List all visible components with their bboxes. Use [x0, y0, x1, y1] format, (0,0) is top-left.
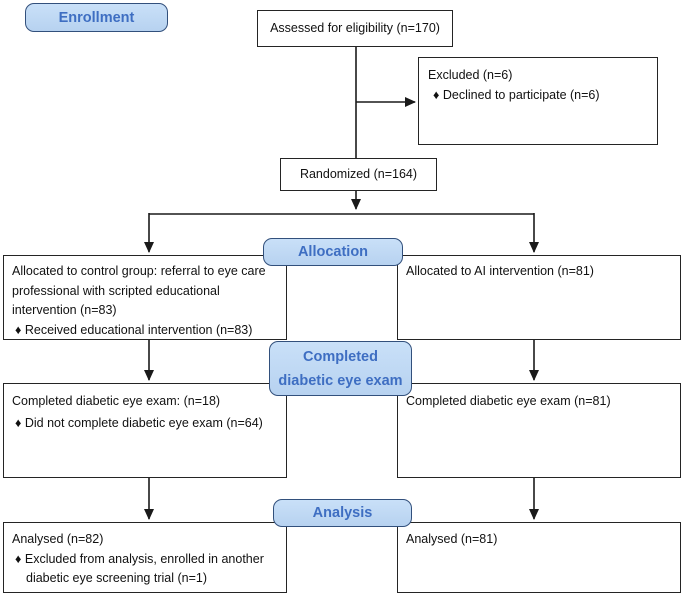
- exam-ai-text: Completed diabetic eye exam (n=81): [406, 394, 611, 408]
- allocated-control-bullet: ♦ Received educational intervention (n=8…: [15, 322, 253, 337]
- box-allocated-ai: Allocated to AI intervention (n=81): [397, 255, 681, 340]
- box-assessed-eligibility: Assessed for eligibility (n=170): [257, 10, 453, 47]
- analysed-ai-text: Analysed (n=81): [406, 532, 498, 546]
- box-exam-ai: Completed diabetic eye exam (n=81): [397, 383, 681, 478]
- exam-control-line: Completed diabetic eye exam: (n=18): [12, 394, 221, 408]
- enrollment-badge: Enrollment: [25, 3, 168, 32]
- completed-exam-badge: Completed diabetic eye exam: [269, 341, 412, 396]
- randomized-text: Randomized (n=164): [299, 166, 418, 181]
- box-exam-control: Completed diabetic eye exam: (n=18) ♦ Di…: [3, 383, 287, 478]
- box-analysed-ai: Analysed (n=81): [397, 522, 681, 593]
- excluded-line: Excluded (n=6): [428, 68, 513, 82]
- completed-exam-badge-line1: Completed: [303, 348, 378, 365]
- analysis-badge: Analysis: [273, 499, 412, 527]
- box-allocated-control: Allocated to control group: referral to …: [3, 255, 287, 340]
- analysis-badge-label: Analysis: [312, 505, 373, 521]
- box-randomized: Randomized (n=164): [280, 158, 437, 191]
- allocated-control-line1: Allocated to control group: referral to …: [12, 264, 266, 278]
- assessed-text: Assessed for eligibility (n=170): [270, 20, 440, 35]
- analysed-control-bullet: ♦ Excluded from analysis, enrolled in an…: [15, 551, 264, 566]
- allocated-control-line2: professional with scripted educational: [12, 283, 220, 298]
- box-excluded: Excluded (n=6) ♦ Declined to participate…: [418, 57, 658, 145]
- allocated-ai-text: Allocated to AI intervention (n=81): [406, 264, 594, 278]
- allocated-control-line3: intervention (n=83): [12, 303, 117, 317]
- allocation-badge: Allocation: [263, 238, 403, 266]
- analysed-control-line: Analysed (n=82): [12, 532, 104, 546]
- excluded-reason-line: ♦ Declined to participate (n=6): [433, 87, 600, 102]
- enrollment-badge-label: Enrollment: [58, 9, 135, 26]
- analysed-control-bullet-cont: diabetic eye screening trial (n=1): [26, 571, 207, 585]
- exam-control-bullet: ♦ Did not complete diabetic eye exam (n=…: [15, 415, 263, 430]
- completed-exam-badge-line2: diabetic eye exam: [278, 372, 403, 389]
- box-analysed-control: Analysed (n=82) ♦ Excluded from analysis…: [3, 522, 287, 593]
- allocation-badge-label: Allocation: [297, 244, 369, 260]
